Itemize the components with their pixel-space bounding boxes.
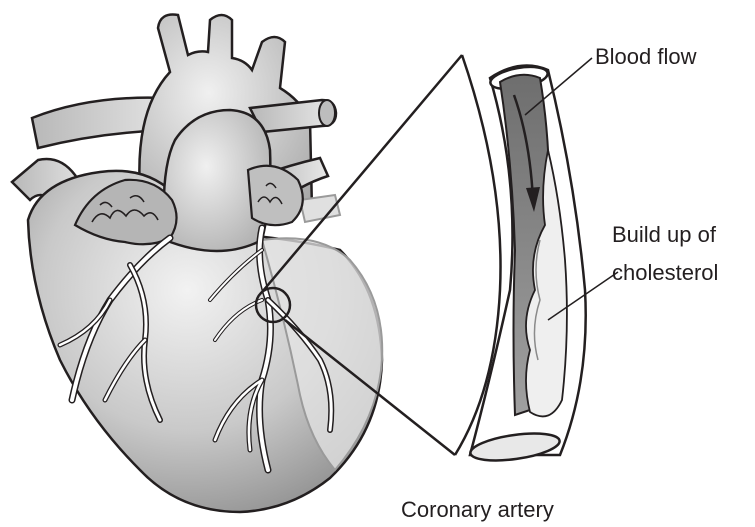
label-build-up-line2: cholesterol: [612, 260, 718, 285]
label-coronary-artery: Coronary artery: [401, 497, 554, 522]
artery-cross-section: [469, 63, 586, 465]
label-build-up-line1: Build up of: [612, 222, 717, 247]
label-blood-flow: Blood flow: [595, 44, 697, 69]
pulmonary-artery-opening: [319, 100, 335, 126]
heart-illustration: [12, 15, 382, 512]
